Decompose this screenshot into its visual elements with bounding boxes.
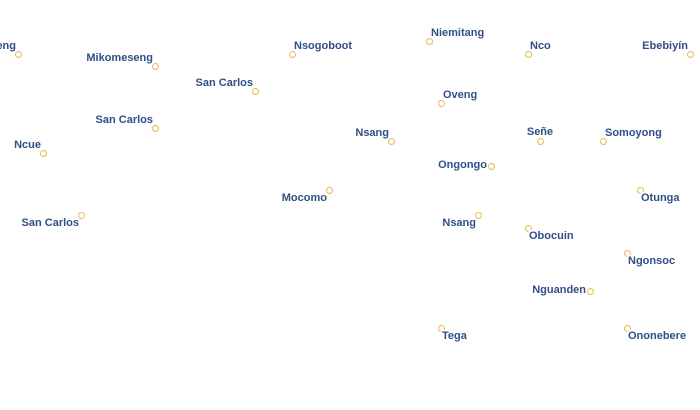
place-label: Niemitang <box>431 27 485 39</box>
place-marker <box>151 124 159 132</box>
place-label: Ngonsoc <box>628 255 676 267</box>
place-label: Tega <box>442 330 467 342</box>
place-marker <box>14 50 22 58</box>
place-label: Nsogoboot <box>294 40 353 52</box>
place-marker <box>623 249 631 257</box>
place-label: Nco <box>530 40 551 52</box>
place-label: Oveng <box>443 89 478 101</box>
place-marker <box>325 186 333 194</box>
place-label: Somoyong <box>605 127 662 139</box>
place-marker <box>686 50 694 58</box>
place-label: Otunga <box>641 192 680 204</box>
place-marker <box>474 211 482 219</box>
place-marker <box>623 324 631 332</box>
place-label: San Carlos <box>195 77 253 89</box>
place-marker <box>288 50 296 58</box>
place-label: Nsang <box>355 127 389 139</box>
place-marker <box>251 87 259 95</box>
place-marker <box>487 162 495 170</box>
place-label: Ncue <box>14 139 41 151</box>
place-marker <box>77 211 85 219</box>
place-marker <box>425 37 433 45</box>
place-label: San Carlos <box>21 217 79 229</box>
place-marker <box>586 287 594 295</box>
place-label: Ononebere <box>628 330 687 342</box>
place-label: Mocomo <box>281 192 327 204</box>
place-label: Señe <box>526 126 554 138</box>
place-marker <box>39 149 47 157</box>
place-marker <box>437 324 445 332</box>
place-marker <box>536 137 544 145</box>
place-marker <box>387 137 395 145</box>
place-marker <box>524 50 532 58</box>
place-marker <box>636 186 644 194</box>
place-label: Nguanden <box>532 284 586 296</box>
place-label: Ongongo <box>438 159 487 171</box>
place-marker <box>524 224 532 232</box>
place-marker <box>599 137 607 145</box>
place-label: San Carlos <box>95 114 153 126</box>
place-marker <box>437 99 445 107</box>
place-label: Ebebiyín <box>642 40 688 52</box>
place-label: Mikomeseng <box>86 52 153 64</box>
place-marker <box>151 62 159 70</box>
place-label: Obocuin <box>529 230 574 242</box>
place-label: Oveng <box>0 40 16 52</box>
place-label: Nsang <box>442 217 476 229</box>
